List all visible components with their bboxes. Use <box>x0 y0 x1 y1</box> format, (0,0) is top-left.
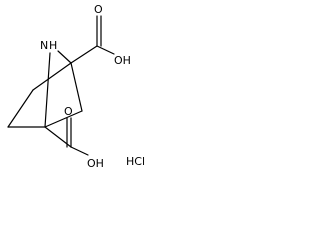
nitrogen-label: N <box>40 39 48 52</box>
top-hydroxyl-label: OH <box>114 54 131 67</box>
bond-cooh-top-oh <box>96 45 115 55</box>
bond-c1-c2 <box>32 62 72 91</box>
bond-c1-cooh <box>70 45 98 64</box>
hydrochloride-label: HCl <box>126 155 145 168</box>
bond-c5-c6 <box>44 110 83 128</box>
bottom-carbonyl-oxygen-label: O <box>64 105 73 118</box>
bond-c1-n <box>57 50 72 64</box>
bond-cooh-bottom-oh <box>70 146 89 156</box>
chemical-structure-diagram: N H O OH O OH HCl <box>7 3 145 170</box>
top-carbonyl-oxygen-label: O <box>94 3 103 16</box>
bottom-hydroxyl-label: OH <box>87 157 104 170</box>
bond-c2-c3 <box>7 89 34 128</box>
bond-c1-c5 <box>70 62 83 112</box>
nitrogen-hydrogen-label: H <box>49 39 57 52</box>
atom-labels: N H O OH O OH HCl <box>40 3 145 170</box>
skeleton-bonds <box>7 15 115 156</box>
bond-n-c4 <box>44 52 51 128</box>
